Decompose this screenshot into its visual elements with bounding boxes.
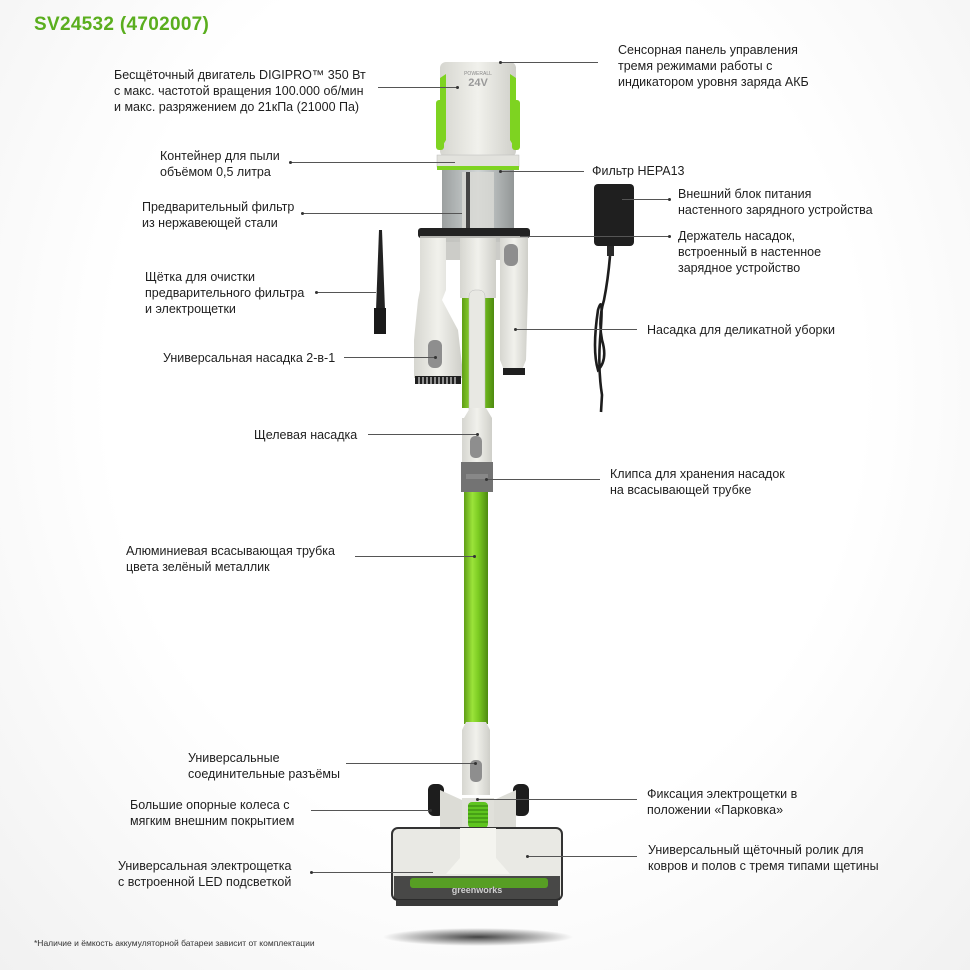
leader-line-motor	[378, 86, 459, 89]
callout-wheels: Большие опорные колеса с мягким внешним …	[130, 798, 295, 828]
callout-dust-container: Контейнер для пыли объёмом 0,5 литра	[160, 149, 280, 179]
callout-delicate-nozzle: Насадка для деликатной уборки	[647, 323, 835, 337]
callout-parking-lock: Фиксация электрощетки в положении «Парко…	[647, 787, 798, 817]
leader-line-power-supply	[622, 198, 671, 201]
callout-tube-clip: Клипса для хранения насадок на всасывающ…	[610, 467, 785, 497]
callout-power-brush: Универсальная электрощетка с встроенной …	[118, 859, 292, 889]
callout-brush-roller: Универсальный щёточный ролик для ковров …	[648, 843, 879, 873]
svg-text:POWERALL: POWERALL	[464, 71, 492, 77]
footnote: *Наличие и ёмкость аккумуляторной батаре…	[34, 938, 315, 948]
vacuum-cleaner-graphic: POWERALL 24V	[374, 62, 573, 946]
callout-nozzle-holder: Держатель насадок, встроенный в настенно…	[678, 229, 822, 275]
model-title: SV24532 (4702007)	[34, 14, 210, 35]
callout-aluminium-tube: Алюминиевая всасывающая трубка цвета зел…	[126, 544, 335, 574]
leader-line-wheels	[311, 809, 432, 812]
leader-line-prefilter	[301, 212, 462, 215]
leader-line-hepa-filter	[499, 170, 584, 173]
callout-connectors: Универсальные соединительные разъёмы	[188, 751, 340, 781]
leader-line-parking-lock	[476, 798, 637, 801]
callout-prefilter: Предварительный фильтр из нержавеющей ст…	[142, 200, 295, 230]
callout-hepa-filter: Фильтр HEPA13	[592, 164, 685, 178]
vacuum-illustration: POWERALL 24V	[340, 55, 640, 955]
callout-touch-panel: Сенсорная панель управления тремя режима…	[618, 43, 809, 89]
callout-power-supply: Внешний блок питания настенного зарядног…	[678, 187, 873, 217]
callout-2in1-nozzle: Универсальная насадка 2-в-1	[163, 351, 336, 365]
leader-line-2in1-nozzle	[344, 356, 437, 359]
svg-text:greenworks: greenworks	[452, 885, 503, 895]
leader-line-brush-roller	[526, 855, 637, 858]
leader-line-delicate-nozzle	[514, 328, 637, 331]
leader-line-crevice-nozzle	[368, 433, 479, 436]
callout-crevice-nozzle: Щелевая насадка	[254, 428, 358, 442]
callout-cleaning-brush: Щётка для очистки предварительного фильт…	[145, 270, 305, 316]
leader-line-dust-container	[289, 161, 455, 164]
leader-line-cleaning-brush	[315, 291, 376, 294]
wall-charger-illustration	[588, 180, 638, 420]
callout-motor: Бесщёточный двигатель DIGIPRO™ 350 Вт с …	[114, 68, 366, 114]
leader-line-tube-clip	[485, 478, 600, 481]
leader-line-power-brush	[310, 871, 433, 874]
leader-line-nozzle-holder	[520, 235, 671, 238]
svg-text:24V: 24V	[468, 77, 488, 89]
leader-line-touch-panel	[499, 61, 598, 64]
leader-line-aluminium-tube	[355, 555, 476, 558]
leader-line-connectors	[346, 762, 477, 765]
